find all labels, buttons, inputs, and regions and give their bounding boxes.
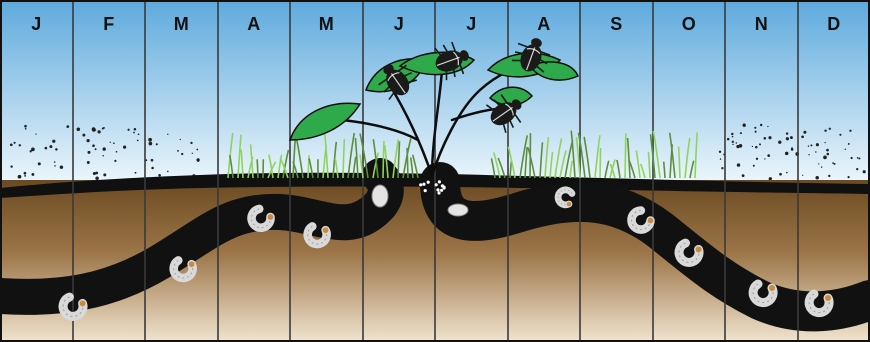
month-label-jun: J [394, 14, 404, 34]
month-label-jan: J [31, 14, 41, 34]
month-label-oct: O [682, 14, 696, 34]
month-label-jul: J [466, 14, 476, 34]
month-label-dec: D [827, 14, 840, 34]
month-label-sep: S [610, 14, 622, 34]
month-label-aug: A [537, 14, 550, 34]
month-label-nov: N [755, 14, 768, 34]
month-label-mar: M [174, 14, 189, 34]
month-label-apr: A [247, 14, 260, 34]
month-label-may: M [319, 14, 334, 34]
month-label-feb: F [103, 14, 114, 34]
